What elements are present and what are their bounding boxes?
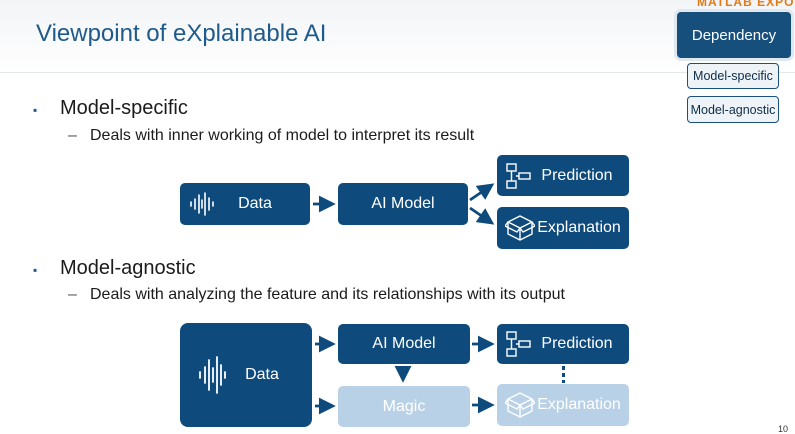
dependency-tag[interactable]: Dependency [677,12,791,58]
magic-box: Magic [338,386,470,427]
data-box: Data [180,183,310,225]
model-agnostic-description: Deals with analyzing the feature and its… [90,286,565,303]
ai-model-box: AI Model [338,324,470,364]
model-specific-description: Deals with inner working of model to int… [90,127,475,144]
brand-logo: MATLAB EXPO [697,0,795,9]
ai-model-label: AI Model [371,195,435,212]
prediction-box: Prediction [497,155,629,196]
flowchart-icon [506,331,531,357]
model-specific-heading: Model-specific [60,97,188,119]
prediction-label: Prediction [541,166,613,184]
page-number: 10 [778,424,789,434]
explanation-label: Explanation [537,219,621,236]
ai-model-box: AI Model [338,183,468,225]
bullet-marker: ▪ [33,263,38,277]
explanation-box: Explanation [497,207,629,249]
explanation-label: Explanation [537,396,621,413]
magic-label: Magic [382,397,426,415]
data-label: Data [238,195,272,212]
waveform-icon [199,356,226,394]
cube-icon [505,215,535,241]
arrow-icon [469,183,495,202]
model-agnostic-tag[interactable]: Model-agnostic [687,96,779,123]
model-agnostic-heading: Model-agnostic [60,257,196,279]
prediction-box: Prediction [497,324,629,364]
header-bar [0,0,795,72]
dash-marker: – [68,127,77,144]
ai-model-label: AI Model [372,335,436,352]
explanation-box: Explanation [497,384,629,426]
arrow-icon [469,206,495,225]
bullet-marker: ▪ [33,103,38,117]
dash-marker: – [68,286,77,303]
flowchart-icon [506,163,531,189]
data-label: Data [245,366,279,383]
data-box: Data [180,323,312,427]
prediction-label: Prediction [541,335,613,352]
model-specific-tag[interactable]: Model-specific [687,63,779,89]
header-divider [0,72,795,73]
cube-icon [505,392,535,418]
waveform-icon [190,192,214,216]
page-title: Viewpoint of eXplainable AI [36,20,327,47]
dotted-connector [562,366,565,383]
